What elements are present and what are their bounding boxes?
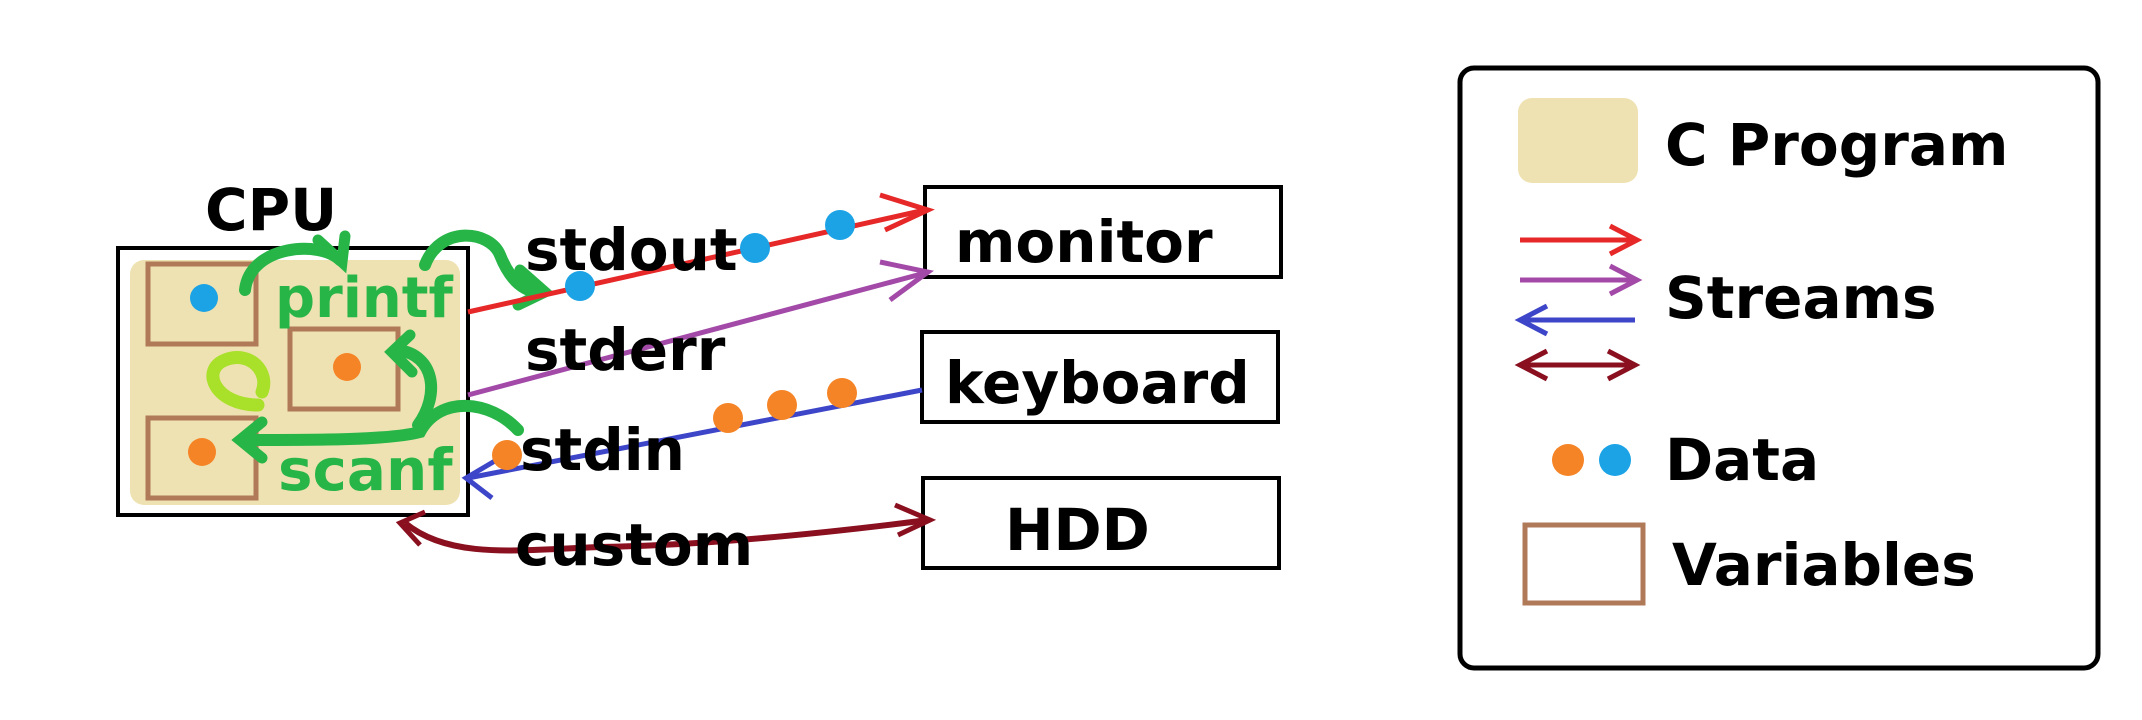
legend-stream-red-head (1608, 223, 1643, 257)
legend-program-label: C Program (1665, 111, 2008, 179)
scanf-to-middle-var-arrowhead (384, 329, 418, 378)
stderr-stream (467, 270, 926, 398)
variable-box-middle (287, 326, 401, 412)
data-dot-blue-var-top (190, 284, 218, 312)
data-dot-orange-stdin-4 (827, 378, 857, 408)
legend-variables-swatch (1522, 522, 1646, 606)
data-dot-orange-stdin-2 (713, 403, 743, 433)
data-dot-orange-stdin-1 (492, 440, 522, 470)
custom-label: custom (515, 511, 753, 579)
data-dot-blue-stdout-3 (825, 210, 855, 240)
keyboard-box (920, 330, 1280, 424)
stdin-label: stdin (520, 416, 685, 484)
legend-stream-darkred-head-left (1514, 348, 1549, 382)
data-dot-blue-stdout-2 (740, 233, 770, 263)
legend-program-swatch (1518, 98, 1638, 183)
data-dot-blue-stdout-1 (565, 271, 595, 301)
printf-write-arrow (419, 229, 546, 298)
scanf-to-bottom-var-arrowhead (231, 416, 268, 464)
scanf-label: scanf (278, 436, 453, 504)
monitor-box (923, 185, 1283, 279)
custom-arrowhead-right (894, 502, 937, 538)
legend-stream-purple-head (1608, 263, 1643, 297)
stderr-label: stderr (525, 316, 726, 384)
legend-data-dot-orange (1552, 444, 1584, 476)
data-dot-orange-stdin-3 (767, 390, 797, 420)
scanf-to-middle-var-arrow (392, 344, 438, 431)
legend-data-label: Data (1665, 426, 1819, 494)
legend-stream-blue-head (1514, 303, 1549, 337)
stderr-arrowhead (879, 259, 934, 303)
legend-box (1457, 65, 2101, 671)
legend-variables-label: Variables (1672, 531, 1976, 599)
printf-label: printf (275, 266, 454, 331)
keyboard-label: keyboard (945, 349, 1250, 417)
data-dot-orange-var-bottom (188, 438, 216, 466)
stdout-arrowhead (879, 192, 935, 233)
hdd-box (921, 476, 1281, 570)
data-dot-orange-var-middle (333, 353, 361, 381)
legend-streams-label: Streams (1665, 264, 1937, 332)
cpu-label: CPU (205, 176, 337, 244)
stdin-arrowhead (461, 452, 507, 500)
legend-data-dot-blue (1599, 444, 1631, 476)
custom-stream (403, 517, 929, 554)
legend-stream-darkred-head-right (1606, 348, 1641, 382)
self-loop-arrow (206, 351, 271, 412)
scanf-to-bottom-var-arrow (239, 399, 524, 446)
stdout-label: stdout (525, 216, 738, 284)
variable-box-top (145, 261, 259, 347)
printf-read-arrowhead (312, 230, 351, 274)
monitor-label: monitor (955, 208, 1213, 276)
hdd-label: HDD (1005, 496, 1150, 564)
custom-arrowhead-left (395, 509, 427, 547)
